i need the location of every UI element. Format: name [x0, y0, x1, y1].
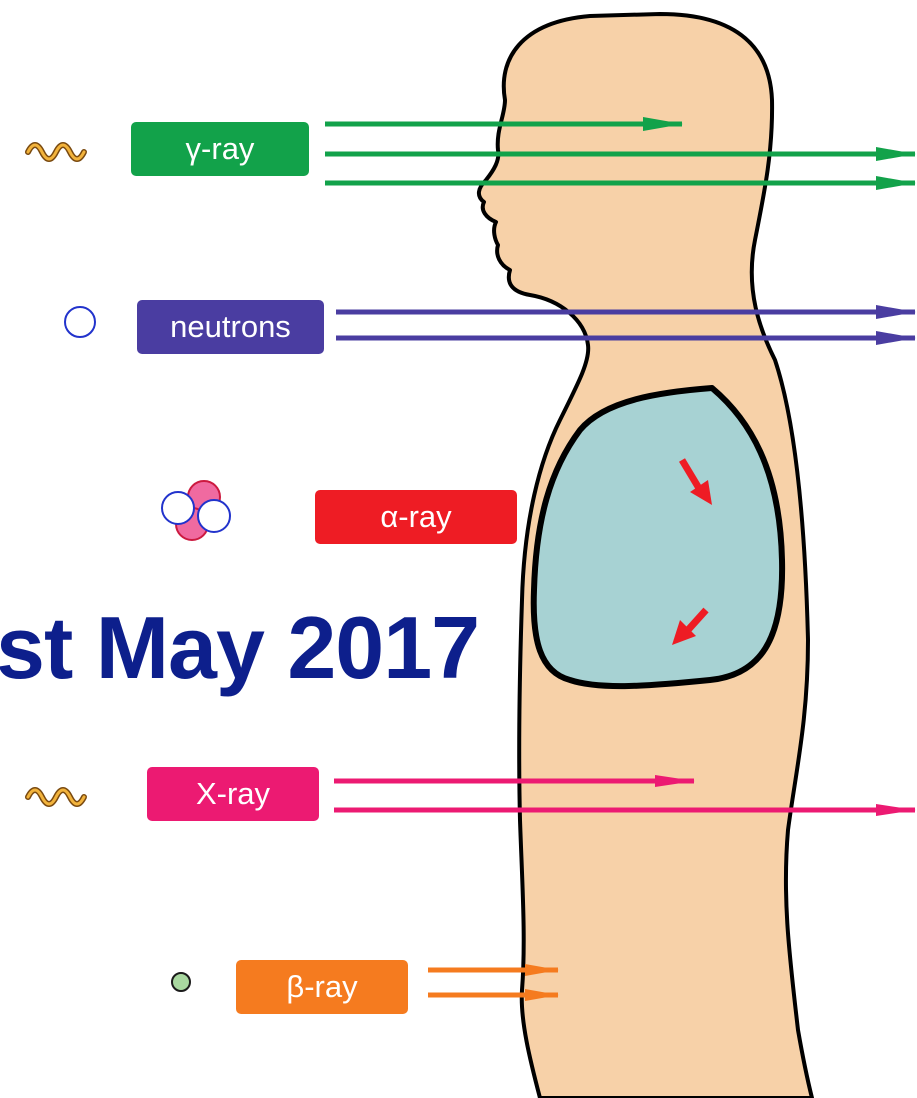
page-title: st May 2017 [0, 598, 479, 698]
alpha-particle-icon [162, 481, 230, 540]
beta-ray-label: β-ray [236, 960, 408, 1014]
x-ray-label: X-ray [147, 767, 319, 821]
xray-wave-icon [28, 790, 84, 804]
neutrons-label: neutrons [137, 300, 324, 354]
gamma-ray-label: γ-ray [131, 122, 309, 176]
neutron-circle-icon [65, 307, 95, 337]
gamma-wave-icon [28, 145, 84, 159]
alpha-ray-label: α-ray [315, 490, 517, 544]
electron-dot-icon [172, 973, 190, 991]
